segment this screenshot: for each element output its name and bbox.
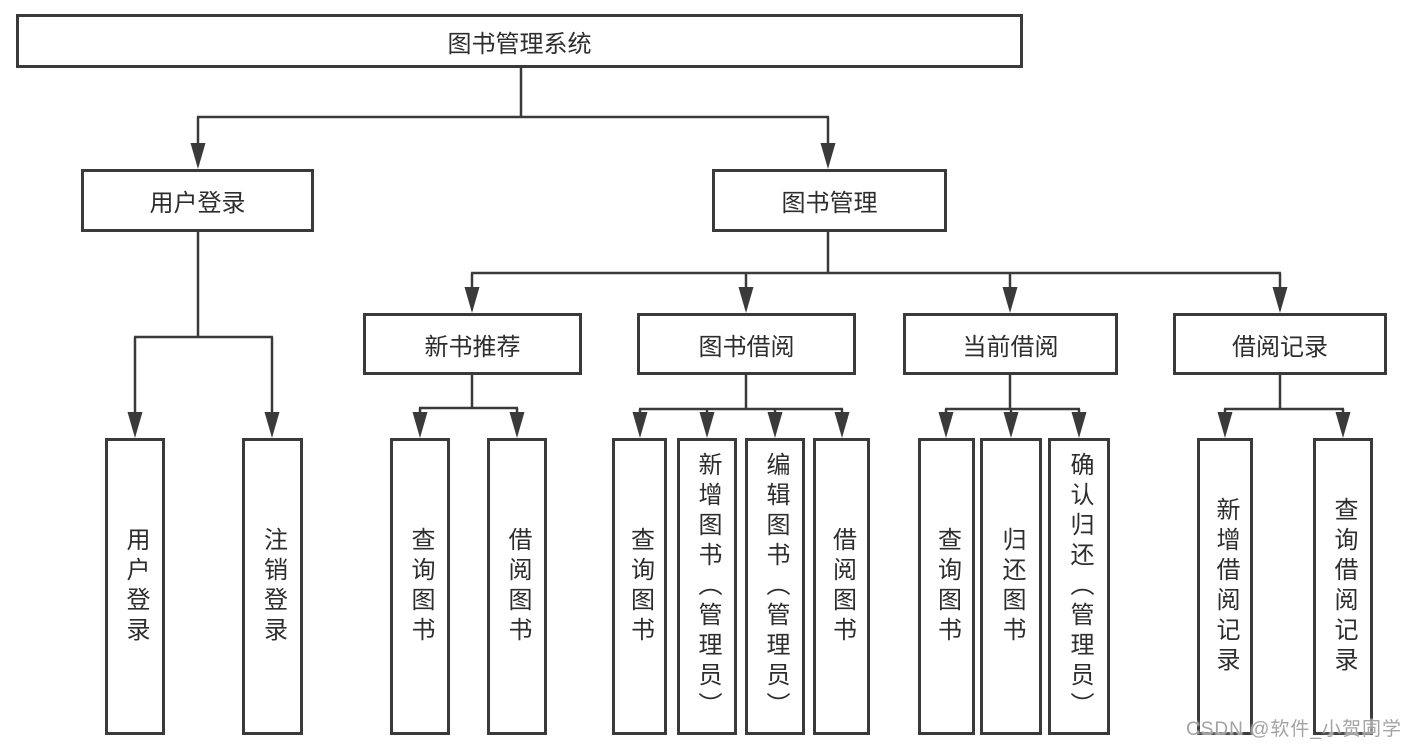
node-label: 借阅图书 [504, 526, 531, 647]
arrowhead-icon [190, 143, 206, 169]
leaf-query-borrow-record: 查询借阅记录 [1313, 438, 1373, 735]
arrowhead-icon [264, 412, 280, 438]
node-label: 编辑图书（管理员） [762, 451, 789, 722]
node-label: 图书管理系统 [447, 30, 592, 58]
node-label: 当前借阅 [962, 333, 1059, 361]
leaf-borrow-books: 借阅图书 [487, 438, 547, 735]
arrowhead-icon [738, 287, 754, 313]
arrowhead-icon [699, 412, 715, 438]
arrowhead-icon [1272, 287, 1288, 313]
leaf-query-books-2: 查询图书 [612, 438, 667, 735]
node-label: 用户登录 [149, 190, 246, 217]
leaf-query-books-3: 查询图书 [918, 438, 975, 735]
leaf-return-books: 归还图书 [980, 438, 1042, 735]
arrowhead-icon [1071, 412, 1087, 438]
node-label: 新增图书（管理员） [694, 451, 721, 722]
csdn-watermark: CSDN @软件_小贺同学 [1186, 719, 1402, 740]
node-label: 借阅图书 [828, 526, 856, 647]
node-label: 查询图书 [933, 526, 961, 647]
node-label: 图书借阅 [698, 333, 795, 361]
node-label: 图书管理 [781, 190, 878, 217]
node-new-book-recommend: 新书推荐 [363, 313, 582, 375]
node-library-management-system: 图书管理系统 [16, 14, 1023, 68]
arrowhead-icon [1217, 412, 1233, 438]
node-label: 查询图书 [407, 526, 434, 647]
arrowhead-icon [127, 412, 143, 438]
node-label: 用户登录 [122, 526, 149, 647]
leaf-edit-book-admin: 编辑图书（管理员） [745, 438, 805, 735]
arrowhead-icon [412, 412, 428, 438]
leaf-confirm-return-admin: 确认归还（管理员） [1048, 438, 1110, 735]
node-label: 查询借阅记录 [1330, 496, 1357, 677]
node-current-borrow: 当前借阅 [903, 313, 1118, 375]
leaf-borrow-books-2: 借阅图书 [813, 438, 870, 735]
node-label: 查询图书 [626, 526, 654, 647]
node-label: 归还图书 [998, 526, 1025, 647]
node-label: 新增借阅记录 [1212, 496, 1239, 677]
arrowhead-icon [938, 412, 954, 438]
arrowhead-icon [767, 412, 783, 438]
arrowhead-icon [834, 412, 850, 438]
arrowhead-icon [509, 412, 525, 438]
node-label: 新书推荐 [424, 333, 521, 361]
node-user-login: 用户登录 [81, 169, 314, 232]
leaf-add-borrow-record: 新增借阅记录 [1197, 438, 1253, 735]
node-book-management: 图书管理 [712, 169, 947, 232]
arrowhead-icon [1002, 287, 1018, 313]
node-label: 确认归还（管理员） [1066, 451, 1093, 722]
leaf-add-book-admin: 新增图书（管理员） [677, 438, 737, 735]
node-label: 注销登录 [259, 526, 287, 647]
leaf-user-login: 用户登录 [105, 438, 165, 735]
arrowhead-icon [1003, 412, 1019, 438]
arrowhead-icon [1335, 412, 1351, 438]
node-book-borrow: 图书借阅 [637, 313, 856, 375]
arrowhead-icon [464, 287, 480, 313]
arrowhead-icon [632, 412, 648, 438]
leaf-logout: 注销登录 [242, 438, 303, 735]
node-label: 借阅记录 [1232, 333, 1328, 361]
arrowhead-icon [820, 143, 836, 169]
leaf-query-books: 查询图书 [390, 438, 450, 735]
node-borrow-records: 借阅记录 [1173, 313, 1387, 375]
